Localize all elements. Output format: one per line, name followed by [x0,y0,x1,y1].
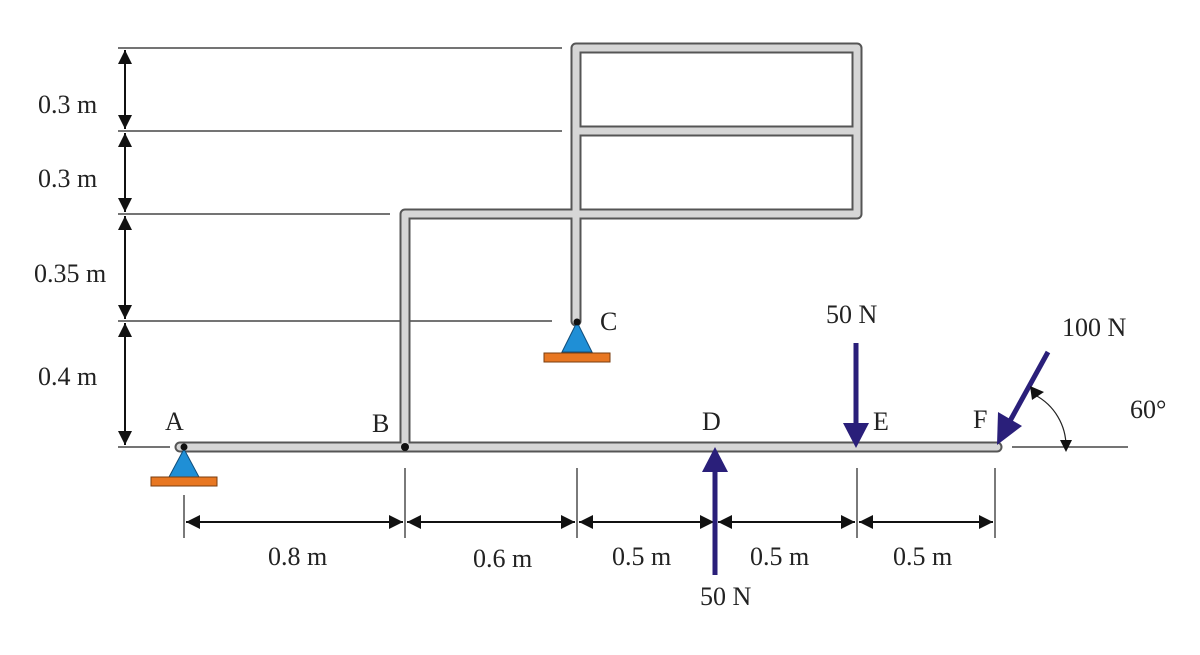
load-label-f: 100 N [1062,313,1127,342]
horizontal-dimension-ticks [183,468,996,538]
angle-arc [1034,394,1067,448]
frame-structure [174,42,1003,453]
point-label-d: D [702,407,721,436]
dim-label-h2: 0.6 m [473,544,532,573]
dim-label-v4: 0.4 m [38,362,97,391]
load-label-d: 50 N [700,582,752,611]
load-arrow-f [997,350,1051,445]
support-c-base [543,352,611,363]
dim-label-h1: 0.8 m [268,542,327,571]
load-arrow-e [843,343,869,448]
angle-arc-arrow-top [1030,386,1044,400]
load-label-e: 50 N [826,300,878,329]
vertical-reference-lines [118,47,562,448]
pin-c [573,318,581,326]
pin-b [401,443,409,451]
point-label-c: C [600,307,617,336]
point-label-e: E [873,407,889,436]
load-arrow-d [702,447,728,575]
frame-fill [176,44,1001,451]
dim-label-v1: 0.3 m [38,90,97,119]
support-a-triangle [168,447,200,478]
point-label-b: B [372,409,389,438]
dim-label-h3: 0.5 m [612,542,671,571]
dim-label-v2: 0.3 m [38,164,97,193]
dim-label-h5: 0.5 m [893,542,952,571]
dim-label-h4: 0.5 m [750,542,809,571]
support-a-base [150,476,218,487]
angle-label: 60° [1130,395,1166,424]
dim-label-v3: 0.35 m [34,259,106,288]
point-label-f: F [973,405,987,434]
point-label-a: A [165,407,184,436]
angle-arc-arrow-bottom [1060,440,1072,452]
support-a [150,443,218,487]
support-c [543,318,611,363]
pin-a [180,443,188,451]
frame-outline [174,42,1003,453]
support-c-triangle [561,320,593,353]
